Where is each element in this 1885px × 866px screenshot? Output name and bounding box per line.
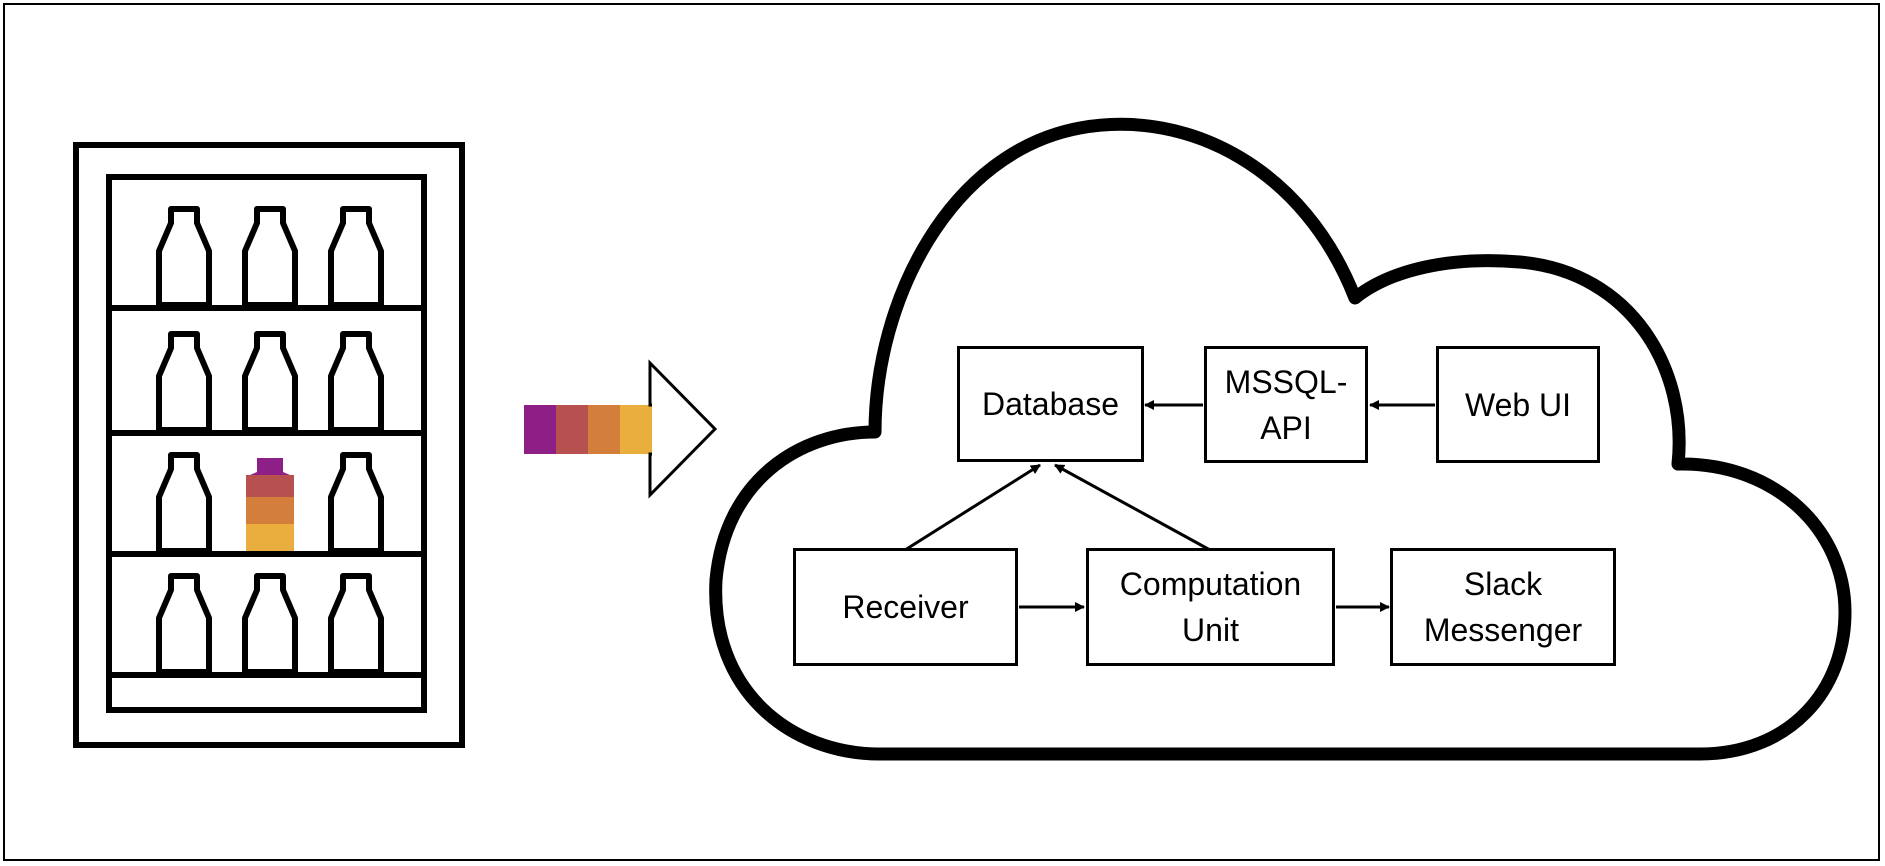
database-node: Database [957, 346, 1144, 462]
bottle-icon [328, 331, 384, 433]
mssql-api-node: MSSQL- API [1204, 346, 1368, 463]
bottle-icon [328, 206, 384, 308]
bottle-icon [242, 331, 298, 433]
slack-messenger-node: Slack Messenger [1390, 548, 1616, 666]
stripe [620, 405, 652, 454]
bottle-icon [328, 452, 384, 554]
stripe [588, 405, 620, 454]
highlighted-bottle-icon [246, 458, 294, 551]
edges [904, 400, 1435, 612]
bottle-icon [156, 573, 212, 675]
diagram-frame [3, 3, 1880, 861]
bottle-icon [156, 331, 212, 433]
bottle-icon [242, 206, 298, 308]
computation-unit-node: Computation Unit [1086, 548, 1335, 666]
bottle-icon [328, 573, 384, 675]
edge-receiver-to-database [904, 463, 1041, 552]
data-transfer-arrow-icon [524, 359, 718, 499]
stripe [524, 405, 556, 454]
web-ui-node: Web UI [1436, 346, 1600, 463]
edge-computation-to-database [1054, 463, 1211, 552]
stripe [556, 405, 588, 454]
bottle-icon [156, 206, 212, 308]
vending-fridge-icon [73, 142, 465, 748]
receiver-node: Receiver [793, 548, 1018, 666]
bottle-icon [156, 452, 212, 554]
bottle-icon [242, 573, 298, 675]
